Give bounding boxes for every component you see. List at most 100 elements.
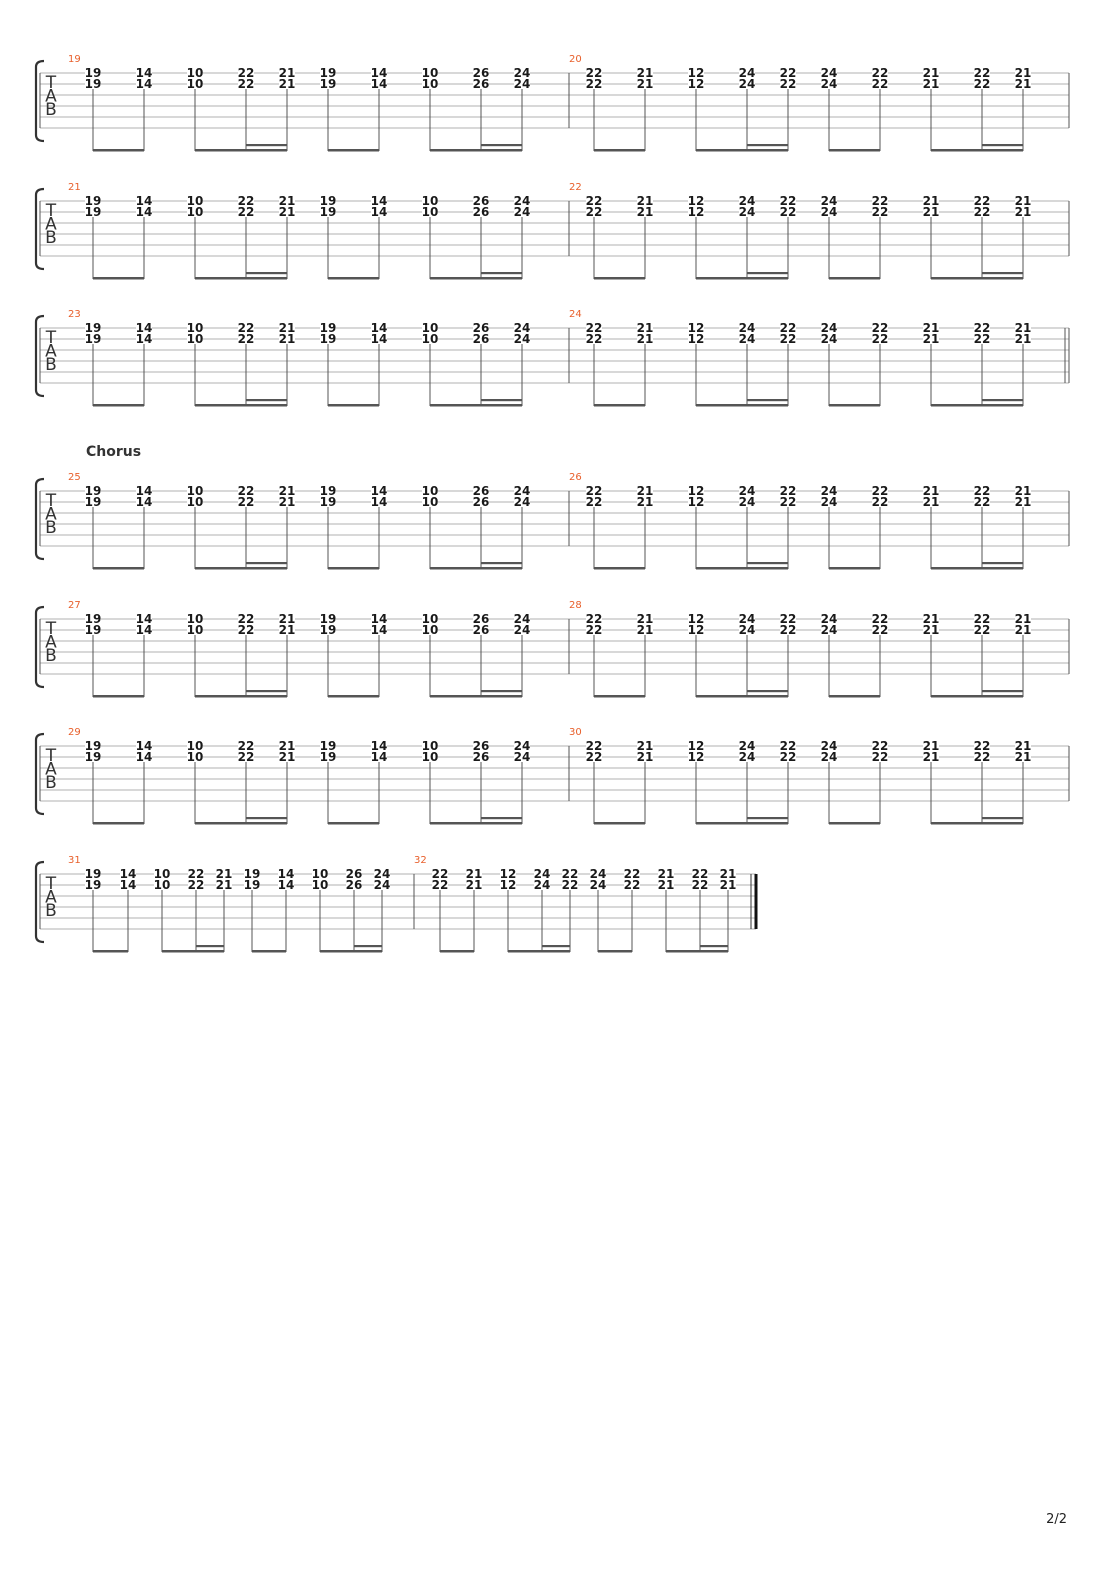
fret-number: 24 <box>821 623 838 637</box>
fret-mask <box>422 207 438 217</box>
fret-number: 12 <box>688 332 705 346</box>
fret-mask <box>514 752 530 762</box>
fret-mask <box>688 196 704 206</box>
fret-mask <box>85 196 101 206</box>
fret-number: 24 <box>739 495 756 509</box>
fret-mask <box>85 614 101 624</box>
tab-clef-letter-a: A <box>45 215 57 235</box>
beam-secondary <box>246 817 287 820</box>
bar-number: 21 <box>68 182 81 193</box>
tab-clef-letter-b: B <box>45 646 57 666</box>
fret-mask <box>279 68 295 78</box>
fret-number: 24 <box>821 750 838 764</box>
beam <box>594 567 645 570</box>
fret-mask <box>974 207 990 217</box>
beam <box>696 822 788 825</box>
beam <box>696 149 788 152</box>
fret-mask <box>658 880 674 890</box>
fret-number: 14 <box>371 495 388 509</box>
fret-number: 14 <box>371 612 388 626</box>
beam <box>594 277 645 280</box>
fret-mask <box>187 68 203 78</box>
fret-mask <box>136 196 152 206</box>
fret-number: 21 <box>923 484 940 498</box>
fret-number: 22 <box>586 194 603 208</box>
fret-mask <box>780 68 796 78</box>
fret-number: 14 <box>371 194 388 208</box>
fret-number: 24 <box>739 194 756 208</box>
beam <box>328 567 379 570</box>
beam <box>931 695 1023 698</box>
fret-mask <box>238 752 254 762</box>
system: TAB2319191414101022222121191914141010262… <box>34 309 1070 407</box>
fret-mask <box>371 196 387 206</box>
fret-mask <box>514 614 530 624</box>
fret-mask <box>346 880 362 890</box>
fret-number: 26 <box>473 66 490 80</box>
fret-mask <box>374 869 390 879</box>
fret-mask <box>688 752 704 762</box>
bar-number: 26 <box>569 472 582 483</box>
fret-number: 10 <box>187 194 204 208</box>
fret-number: 19 <box>244 878 261 892</box>
tab-clef-letter-b: B <box>45 518 57 538</box>
fret-mask <box>872 614 888 624</box>
fret-number: 21 <box>1015 66 1032 80</box>
fret-number: 22 <box>586 750 603 764</box>
fret-mask <box>187 614 203 624</box>
fret-number: 21 <box>637 194 654 208</box>
fret-number: 22 <box>974 623 991 637</box>
fret-mask <box>85 497 101 507</box>
fret-number: 21 <box>658 878 675 892</box>
fret-number: 19 <box>85 739 102 753</box>
fret-number: 26 <box>473 77 490 91</box>
fret-mask <box>586 79 602 89</box>
beam-secondary <box>747 562 788 565</box>
fret-mask <box>534 869 550 879</box>
fret-number: 10 <box>312 878 329 892</box>
fret-number: 22 <box>624 878 641 892</box>
fret-mask <box>586 614 602 624</box>
fret-number: 24 <box>821 205 838 219</box>
beam <box>696 277 788 280</box>
fret-number: 22 <box>974 332 991 346</box>
beam-secondary <box>246 272 287 275</box>
beam-secondary <box>481 817 522 820</box>
fret-number: 24 <box>514 750 531 764</box>
fret-mask <box>692 880 708 890</box>
fret-mask <box>473 323 489 333</box>
fret-mask <box>780 334 796 344</box>
beam-secondary <box>481 272 522 275</box>
fret-mask <box>974 497 990 507</box>
fret-number: 21 <box>1015 495 1032 509</box>
fret-number: 12 <box>688 612 705 626</box>
fret-mask <box>85 334 101 344</box>
fret-number: 22 <box>780 77 797 91</box>
fret-number: 22 <box>974 495 991 509</box>
fret-number: 22 <box>238 332 255 346</box>
fret-number: 21 <box>923 750 940 764</box>
system: TAB2919191414101022222121191914141010262… <box>34 727 1070 825</box>
fret-number: 10 <box>187 332 204 346</box>
fret-number: 24 <box>739 484 756 498</box>
fret-number: 21 <box>1015 739 1032 753</box>
fret-number: 24 <box>739 321 756 335</box>
fret-mask <box>688 79 704 89</box>
fret-number: 14 <box>136 739 153 753</box>
fret-mask <box>466 869 482 879</box>
fret-number: 14 <box>120 878 137 892</box>
fret-number: 10 <box>154 878 171 892</box>
fret-number: 22 <box>872 495 889 509</box>
beam <box>508 950 570 953</box>
fret-number: 22 <box>692 867 709 881</box>
fret-mask <box>637 68 653 78</box>
fret-number: 10 <box>312 867 329 881</box>
fret-number: 22 <box>872 194 889 208</box>
fret-number: 19 <box>85 332 102 346</box>
fret-mask <box>187 207 203 217</box>
bar-number: 25 <box>68 472 81 483</box>
fret-number: 19 <box>85 194 102 208</box>
beam <box>328 404 379 407</box>
fret-number: 21 <box>1015 612 1032 626</box>
fret-mask <box>422 334 438 344</box>
